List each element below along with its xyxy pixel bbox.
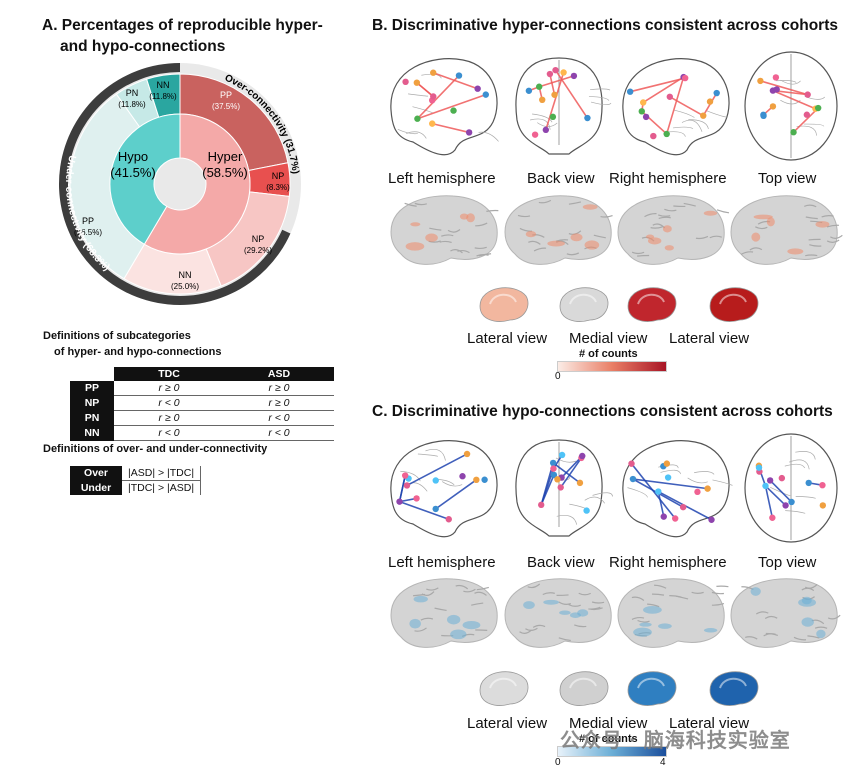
subcategory-table: TDC ASD PP r ≥ 0 r ≥ 0 NP r < 0 r ≥ 0 PN… bbox=[70, 367, 334, 441]
table-row: PP r ≥ 0 r ≥ 0 bbox=[70, 381, 334, 396]
donut-chart: Hypo (41.5%) Hyper (58.5%) PP (37.5%) NP… bbox=[58, 63, 301, 305]
hypo-cortical-surfaces bbox=[390, 578, 841, 648]
cortex-view-2 bbox=[617, 578, 729, 648]
b-colorbar-label: # of counts bbox=[579, 348, 638, 360]
cortex-view-1 bbox=[504, 578, 612, 648]
b-view-left: Left hemisphere bbox=[388, 170, 496, 187]
c-colorbar bbox=[557, 746, 667, 757]
nn-hypo-pct: (11.8%) bbox=[149, 92, 177, 101]
pp-hyper-label: PP bbox=[220, 90, 232, 100]
panel-b-title: B. Discriminative hyper-connections cons… bbox=[372, 17, 838, 34]
b-view-back: Back view bbox=[527, 170, 595, 187]
c-sub-lateral-2: Lateral view bbox=[669, 715, 750, 732]
subcortical-view-3 bbox=[709, 287, 759, 322]
panel-a-title-line1: A. Percentages of reproducible hyper- bbox=[42, 17, 323, 34]
c-colorbar-min: 0 bbox=[555, 757, 561, 768]
nn-hyper-pct: (25.0%) bbox=[171, 282, 199, 291]
defs1-title-line1: Definitions of subcategories bbox=[43, 330, 191, 342]
nn-hypo-label: NN bbox=[157, 80, 170, 90]
cortex-view-3 bbox=[730, 578, 841, 648]
subcortical-view-1 bbox=[559, 287, 609, 322]
glass-brain-view-1 bbox=[515, 439, 613, 537]
nn-hyper-label: NN bbox=[179, 270, 192, 280]
c-sub-lateral-1: Lateral view bbox=[467, 715, 548, 732]
hyper-glass-brains bbox=[390, 51, 838, 161]
defs2-title: Definitions of over- and under-connectiv… bbox=[43, 443, 268, 455]
hypo-glass-brains bbox=[390, 433, 838, 543]
b-sub-lateral-1: Lateral view bbox=[467, 330, 548, 347]
b-colorbar bbox=[557, 361, 667, 372]
cortex-view-0 bbox=[390, 195, 499, 265]
table-header-asd: ASD bbox=[224, 367, 334, 381]
c-view-left: Left hemisphere bbox=[388, 554, 496, 571]
glass-brain-view-3 bbox=[744, 51, 838, 161]
glass-brain-view-1 bbox=[515, 57, 612, 155]
c-view-right: Right hemisphere bbox=[609, 554, 727, 571]
inner-segment-hyper bbox=[143, 113, 251, 255]
table-row: PN r ≥ 0 r < 0 bbox=[70, 410, 334, 426]
c-view-top: Top view bbox=[758, 554, 817, 571]
b-sub-lateral-2: Lateral view bbox=[669, 330, 750, 347]
glass-brain-view-2 bbox=[622, 440, 733, 538]
c-view-back: Back view bbox=[527, 554, 595, 571]
np-small-label: NP bbox=[272, 171, 285, 181]
panel-a-title-line2: and hypo-connections bbox=[60, 38, 226, 55]
b-view-right: Right hemisphere bbox=[609, 170, 727, 187]
np-large-pct: (29.2%) bbox=[244, 246, 272, 255]
hyper-pct: (58.5%) bbox=[202, 165, 248, 180]
subcortical-view-3 bbox=[709, 671, 759, 706]
cortex-view-3 bbox=[730, 195, 843, 265]
pp-hypo-pct: (76.5%) bbox=[74, 228, 102, 237]
b-view-top: Top view bbox=[758, 170, 817, 187]
hyper-label: Hyper bbox=[208, 149, 243, 164]
subcortical-view-2 bbox=[627, 287, 677, 322]
subcortical-view-2 bbox=[627, 671, 677, 706]
hyper-cortical-surfaces bbox=[390, 195, 843, 265]
pp-hyper-pct: (37.5%) bbox=[212, 102, 240, 111]
b-sub-medial: Medial view bbox=[569, 330, 648, 347]
table-row: NN r < 0 r < 0 bbox=[70, 425, 334, 441]
cortex-view-2 bbox=[617, 195, 730, 265]
hyper-subcortical bbox=[479, 287, 759, 322]
glass-brain-view-0 bbox=[390, 58, 499, 156]
connectivity-table: Over |ASD| > |TDC| Under |TDC| > |ASD| bbox=[70, 466, 202, 495]
table-header-tdc: TDC bbox=[114, 367, 224, 381]
subcortical-view-1 bbox=[559, 671, 609, 706]
cortex-view-1 bbox=[504, 195, 613, 265]
inner-segment-hypo bbox=[109, 113, 181, 245]
defs1-title-line2: of hyper- and hypo-connections bbox=[54, 346, 222, 358]
table-row: Over |ASD| > |TDC| bbox=[70, 466, 202, 481]
watermark: 公众号 · 脑海科技实验室 bbox=[560, 730, 791, 752]
glass-brain-view-2 bbox=[622, 58, 730, 156]
subcortical-view-0 bbox=[479, 287, 529, 322]
np-small-pct: (8.3%) bbox=[266, 183, 290, 192]
glass-brain-view-0 bbox=[390, 440, 498, 538]
np-large-label: NP bbox=[252, 234, 265, 244]
hypo-pct: (41.5%) bbox=[110, 165, 156, 180]
cortex-view-0 bbox=[390, 578, 498, 648]
table-row: Under |TDC| > |ASD| bbox=[70, 480, 202, 495]
c-colorbar-max: 4 bbox=[660, 757, 666, 768]
b-colorbar-min: 0 bbox=[555, 371, 561, 382]
donut-root bbox=[58, 63, 301, 305]
pp-hypo-label: PP bbox=[82, 216, 94, 226]
table-row: NP r < 0 r ≥ 0 bbox=[70, 395, 334, 411]
panel-c-title: C. Discriminative hypo-connections consi… bbox=[372, 403, 833, 420]
subcortical-view-0 bbox=[479, 671, 529, 706]
hypo-subcortical bbox=[479, 671, 759, 706]
c-colorbar-label: # of counts bbox=[579, 733, 638, 745]
c-sub-medial: Medial view bbox=[569, 715, 648, 732]
pn-pct: (11.8%) bbox=[118, 100, 146, 109]
glass-brain-view-3 bbox=[744, 433, 838, 543]
hypo-label: Hypo bbox=[118, 149, 148, 164]
pn-label: PN bbox=[126, 88, 139, 98]
